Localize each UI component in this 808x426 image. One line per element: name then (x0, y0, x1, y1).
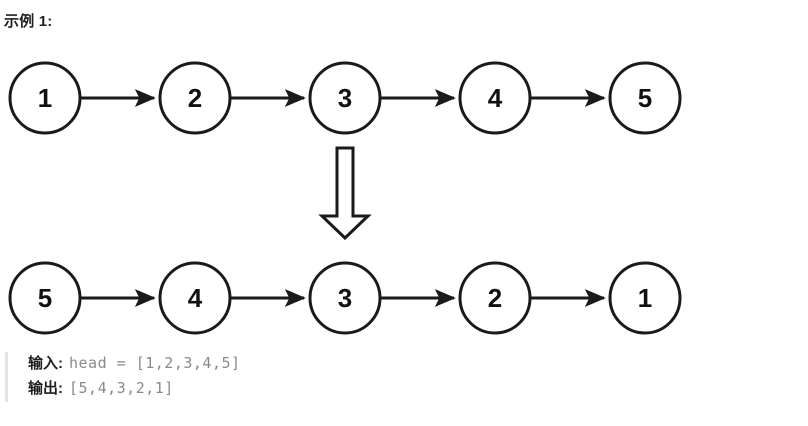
input-line: 输入: head = [1,2,3,4,5] (28, 352, 785, 377)
node-top-2: 2 (158, 61, 232, 135)
node-bottom-3-label: 3 (338, 283, 352, 313)
input-linked-list: 1 2 3 4 5 (8, 61, 682, 135)
node-bottom-5-label: 1 (638, 283, 652, 313)
input-value: head = [1,2,3,4,5] (69, 354, 241, 372)
node-bottom-4: 2 (458, 261, 532, 335)
node-top-5: 5 (608, 61, 682, 135)
node-bottom-4-label: 2 (488, 283, 502, 313)
node-top-3: 3 (308, 61, 382, 135)
node-bottom-1-label: 5 (38, 283, 52, 313)
node-top-1: 1 (8, 61, 82, 135)
output-label: 输出: (28, 380, 63, 397)
node-top-2-label: 2 (188, 83, 202, 113)
node-top-4-label: 4 (488, 83, 503, 113)
page-title: 示例 1: (4, 13, 53, 30)
node-top-5-label: 5 (638, 83, 652, 113)
node-bottom-5: 1 (608, 261, 682, 335)
output-linked-list: 5 4 3 2 1 (8, 261, 682, 335)
node-bottom-3: 3 (308, 261, 382, 335)
input-label: 输入: (28, 355, 63, 372)
node-top-1-label: 1 (38, 83, 52, 113)
node-bottom-2-label: 4 (188, 283, 203, 313)
io-block: 输入: head = [1,2,3,4,5] 输出: [5,4,3,2,1] (5, 352, 785, 402)
node-bottom-1: 5 (8, 261, 82, 335)
node-top-4: 4 (458, 61, 532, 135)
down-block-arrow-icon (318, 146, 372, 241)
node-bottom-2: 4 (158, 261, 232, 335)
node-top-3-label: 3 (338, 83, 352, 113)
linked-list-diagram: 1 2 3 4 5 (0, 40, 808, 340)
output-line: 输出: [5,4,3,2,1] (28, 377, 785, 402)
output-value: [5,4,3,2,1] (69, 379, 174, 397)
